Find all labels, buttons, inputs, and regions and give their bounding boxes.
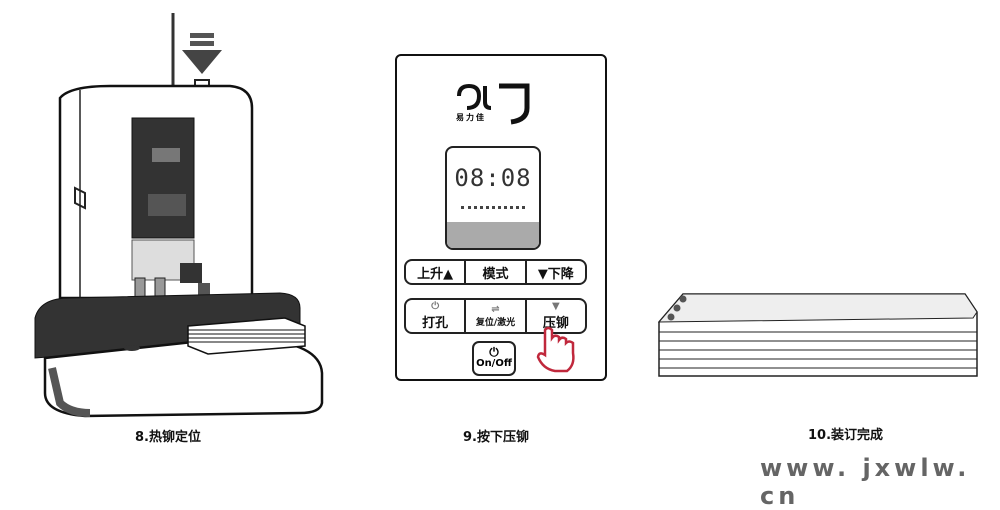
binding-machine-illustration [34,13,324,418]
power-icon: ⏻ [489,345,499,359]
step-10-caption: 10.装订完成 [808,428,884,443]
paper-stack [187,317,306,355]
pointing-hand-icon [536,326,575,373]
control-row-2: ⏻打孔 ⇌复位/激光 ▼压铆 [404,298,587,334]
power-button[interactable]: ⏻ On/Off [472,341,516,376]
rivet-press-button[interactable]: ▼压铆 [542,300,569,331]
punch-icon: ⏻ [431,300,440,312]
bound-document-stack [657,293,978,377]
reset-laser-button[interactable]: ⇌复位/激光 [466,300,527,332]
mode-button[interactable]: 模式 [466,261,527,283]
logo-text: 易力佳 [456,113,486,122]
progress-dashes [461,206,525,209]
control-panel [395,54,607,381]
punch-button[interactable]: ⏻打孔 [406,300,467,332]
step-9-caption: 9.按下压铆 [463,430,529,445]
control-row-1: 上升▲ 模式 ▼下降 [404,259,587,285]
watermark: www. jxwlw. cn [760,454,971,510]
raise-button[interactable]: 上升▲ [406,261,467,283]
lcd-display: 08:08 [445,146,541,250]
lower-button[interactable]: ▼下降 [537,266,574,282]
step-8-caption: 8.热铆定位 [135,430,201,445]
display-time: 08:08 [454,164,532,192]
press-down-icon: ▼ [551,300,560,312]
brand-logo [457,83,530,125]
swap-icon: ⇌ [491,303,500,315]
down-arrow-icon [182,33,222,74]
